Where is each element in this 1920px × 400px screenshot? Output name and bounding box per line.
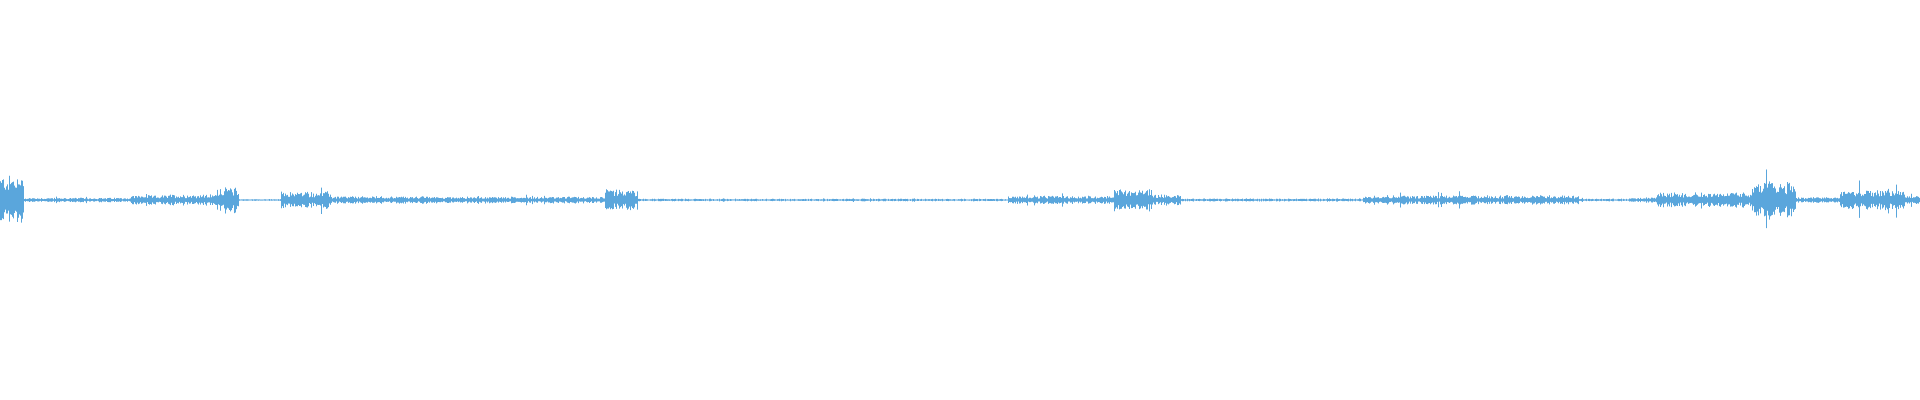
- waveform-bars: [0, 169, 1920, 229]
- waveform-trace: [0, 169, 1920, 229]
